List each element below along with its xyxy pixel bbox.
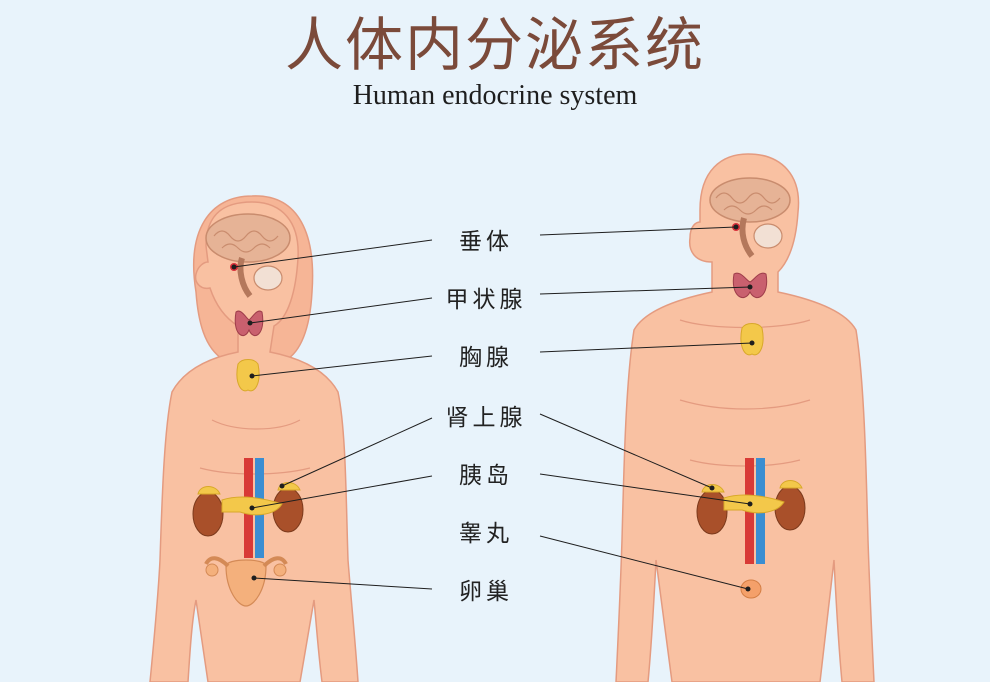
label-pancreas: 胰岛 [459,463,513,489]
label-adrenal: 肾上腺 [445,405,527,431]
male-brainstem [739,217,755,258]
female-kidney-left [192,491,224,537]
endpoint-dot [709,485,715,491]
female-thymus [236,359,260,392]
endpoint-dot [231,264,237,270]
diagram-title: 人体内分泌系统 [284,11,705,79]
endpoint-dot [279,483,285,489]
female-figure [149,195,359,682]
female-chest-line [211,419,301,430]
male-pancreas [723,494,785,514]
male-kidney-right [774,485,806,531]
female-body [149,201,359,682]
male-cerebellum [753,223,783,249]
leader-adrenal-female [281,417,433,487]
male-body [615,153,875,682]
female-ovary-right [273,563,287,577]
female-waist-line [199,467,311,475]
endpoint-dot [249,505,255,511]
male-testes [740,579,762,599]
female-kidney-right [272,487,304,533]
male-thymus [740,323,764,356]
female-brain [205,213,291,263]
female-uterus [225,559,267,607]
label-thymus: 胸腺 [459,345,513,371]
leader-thymus-female [251,355,433,377]
endpoint-dot [249,373,255,379]
label-testes: 睾丸 [459,521,513,547]
female-fallopian-tubes [204,556,288,568]
leader-thyroid-female [249,297,433,324]
leader-adrenal-male [539,413,713,489]
male-chest-line [679,399,811,410]
endpoint-dot [251,575,257,581]
female-brainstem [237,257,253,298]
leader-thyroid-male [539,286,751,295]
female-brain-folds [213,230,279,253]
endpoint-dot [247,320,253,326]
leader-pituitary-female [233,239,433,268]
male-adrenal-right [779,480,803,489]
female-ovary-left [205,563,219,577]
male-brain-folds [715,192,781,215]
endpoint-dot [747,501,753,507]
endpoint-dot [749,340,755,346]
leader-endpoints [231,224,755,592]
leader-thymus-male [539,342,753,353]
leader-testes-male [539,535,749,590]
endpoint-dot [747,284,753,290]
label-thyroid: 甲状腺 [445,287,527,313]
label-ovary: 卵巢 [459,579,513,605]
female-cerebellum [253,265,283,291]
label-pituitary: 垂体 [459,229,513,255]
endpoint-dot [733,224,739,230]
leader-pituitary-male [539,226,737,236]
female-adrenal-left [197,486,221,495]
male-figure [615,153,875,682]
leader-lines [233,226,753,590]
leader-ovary-female [253,577,433,590]
endpoint-dot [745,586,751,592]
diagram-subtitle: Human endocrine system [352,80,638,111]
male-brain [709,177,791,223]
leader-pancreas-male [539,473,751,505]
leader-pancreas-female [251,475,433,509]
